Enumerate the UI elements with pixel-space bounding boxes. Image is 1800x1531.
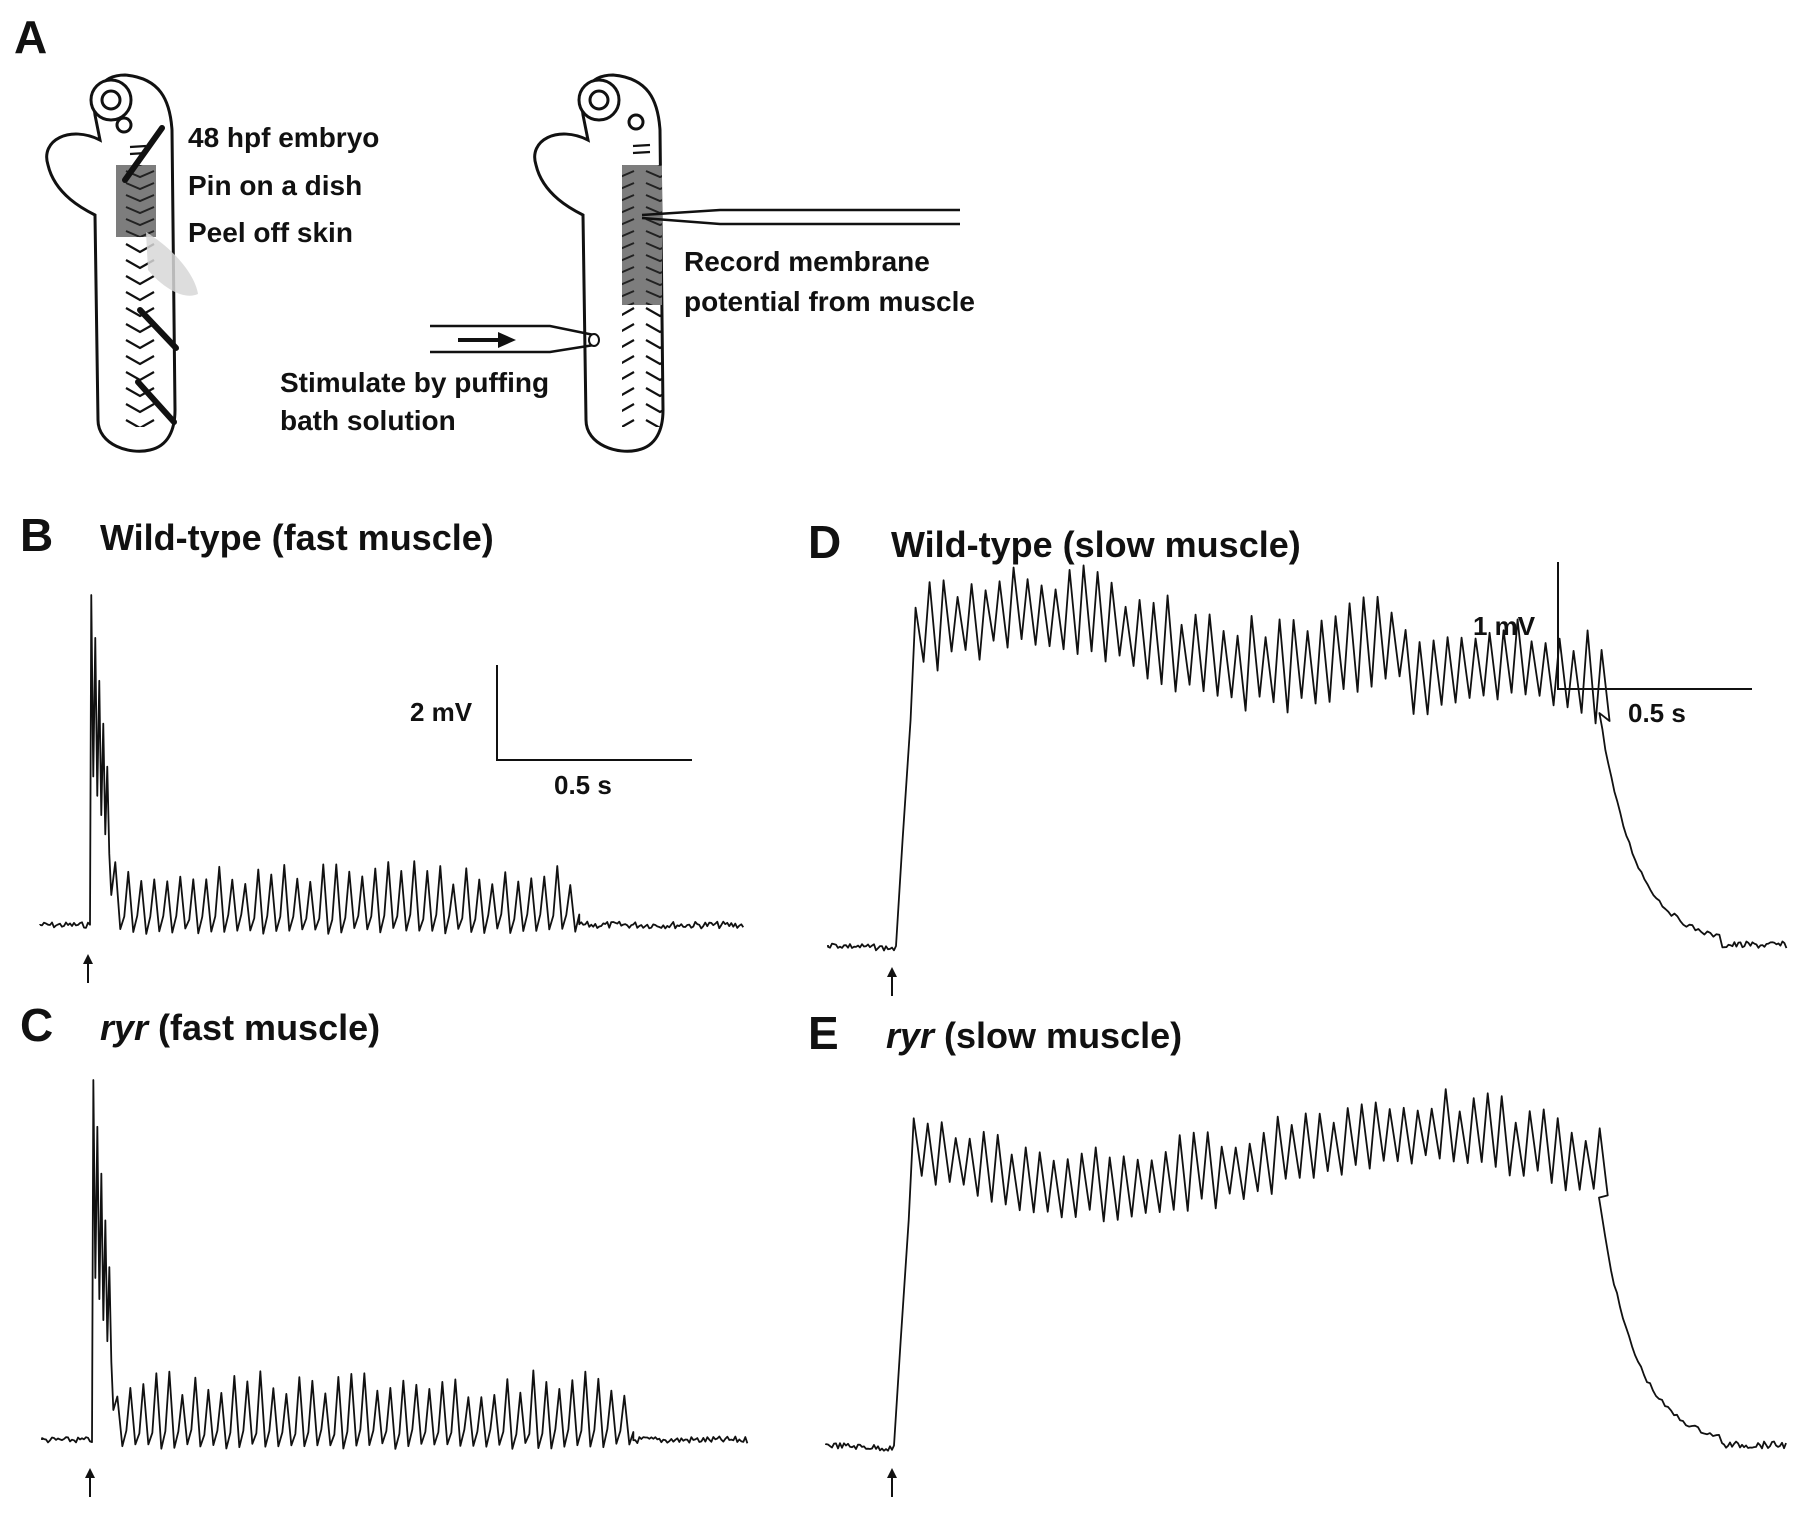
panel-e-stim-arrow-icon: [887, 1468, 897, 1497]
panel-d-scale-bar: [1557, 562, 1752, 690]
panel-b-scale-time: 0.5 s: [554, 770, 612, 800]
panel-d-scale-time: 0.5 s: [1628, 698, 1686, 728]
puffer-pipette-icon: [430, 324, 600, 354]
panel-a-schematic: [45, 73, 960, 453]
trace-fast-ryr: [41, 1079, 749, 1450]
recording-electrode-icon: [641, 208, 960, 226]
label-record-1: Record membrane: [684, 246, 930, 277]
label-stim-2: bath solution: [280, 405, 456, 436]
panel-d-stim-arrow-icon: [887, 967, 897, 996]
trace-fast-wildtype: [39, 594, 745, 935]
panel-c-stim-arrow-icon: [85, 1468, 95, 1497]
label-48hpf: 48 hpf embryo: [188, 122, 380, 153]
trace-slow-ryr: [825, 1088, 1787, 1452]
panel-b-stim-arrow-icon: [83, 954, 93, 983]
panel-e-title: ryr (slow muscle): [886, 1015, 1182, 1057]
panel-e-title-gene: ryr: [886, 1015, 935, 1056]
panel-c-title: ryr (fast muscle): [100, 1007, 380, 1049]
panel-d-title: Wild-type (slow muscle): [891, 524, 1301, 565]
label-stim-1: Stimulate by puffing: [280, 367, 550, 398]
panel-c-title-rest: (fast muscle): [148, 1007, 381, 1048]
panel-c-letter: C: [20, 999, 54, 1051]
label-record-2: potential from muscle: [684, 286, 975, 317]
panel-b-letter: B: [20, 509, 54, 561]
panel-b-scale-voltage: 2 mV: [410, 697, 473, 727]
label-pin-dish: Pin on a dish: [188, 170, 363, 201]
panel-e-title-rest: (slow muscle): [934, 1015, 1183, 1056]
trace-slow-wildtype: [827, 564, 1788, 952]
panel-b-title: Wild-type (fast muscle): [100, 517, 494, 558]
panel-c-title-gene: ryr: [100, 1007, 149, 1048]
label-peel-skin: Peel off skin: [188, 217, 353, 248]
panel-a-letter: A: [14, 11, 48, 63]
embryo-left: [45, 73, 198, 453]
panel-e-letter: E: [808, 1007, 839, 1059]
panel-b-scale-bar: [496, 665, 692, 761]
panel-d-letter: D: [808, 516, 842, 568]
embryo-right: [533, 73, 665, 453]
